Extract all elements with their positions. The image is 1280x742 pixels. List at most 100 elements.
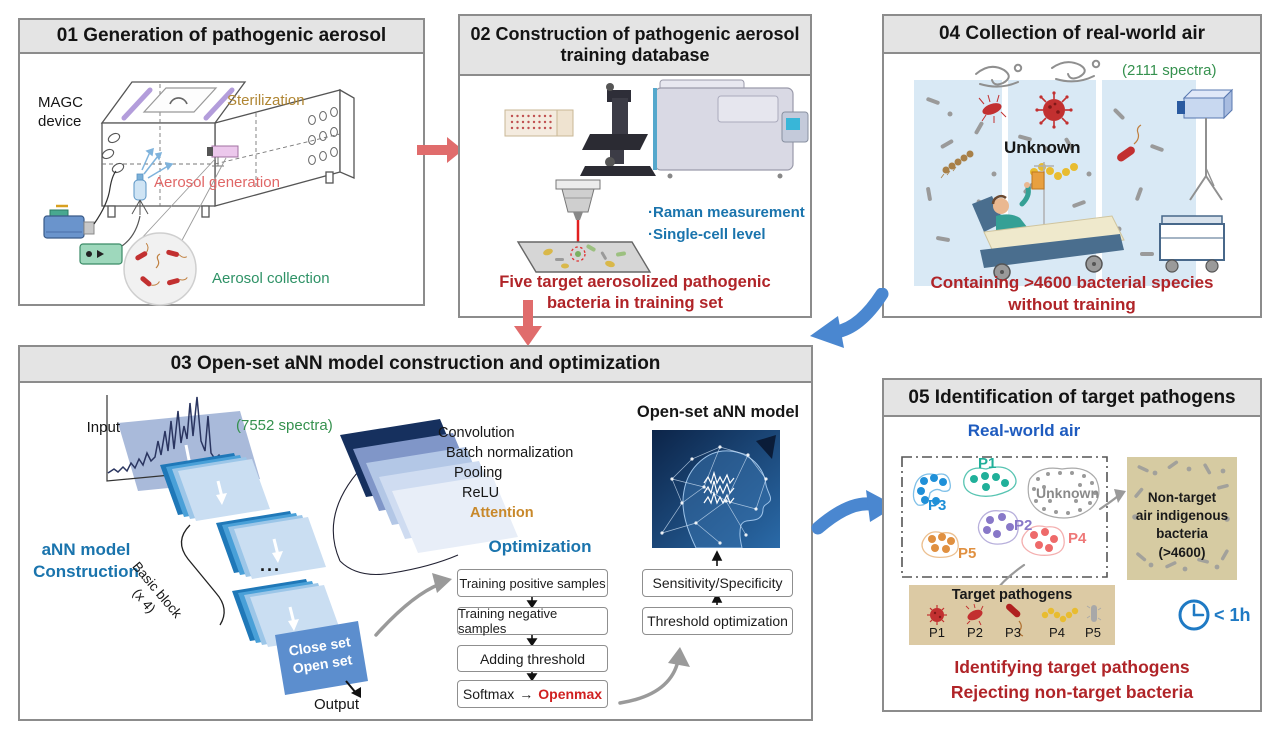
identification-illustration [901, 456, 1210, 631]
pathogen-icons [927, 603, 1102, 637]
cluster-label-p4: P4 [1068, 530, 1087, 547]
layer-convolution: Convolution [438, 425, 515, 441]
nontarget-bacteria-box: Non-target air indigenous bacteria (>460… [1127, 457, 1237, 580]
gray-arrow-to-threshold [618, 647, 690, 705]
time-label: < 1h [1214, 605, 1251, 625]
panel-03-content: Input (7552 spectra) aNN model Construct… [20, 383, 811, 719]
pathogen-p1-virus-icon [927, 605, 947, 625]
basic-block-brace [180, 524, 225, 626]
expanded-layer-stack [340, 419, 518, 553]
raman-instrument-icon [580, 79, 809, 179]
panel-01-title: 01 Generation of pathogenic aerosol [20, 20, 423, 54]
target-pathogens-strip: Target pathogens [909, 585, 1115, 645]
pathogen-p5-rod-icon [1086, 605, 1102, 622]
clock-icon [1178, 599, 1210, 631]
magc-device-illustration [43, 81, 355, 306]
nebulizer-icon [131, 173, 149, 215]
step-softmax-openmax: Softmax → Openmax [457, 680, 608, 708]
hospital-air-illustration [914, 59, 1234, 286]
top-window-icon [142, 87, 218, 113]
aerosol-zoom-circle [123, 232, 197, 306]
panel-02-title: 02 Construction of pathogenic aerosol tr… [460, 16, 810, 76]
layer-attention: Attention [470, 505, 534, 521]
raman-measurement-bullet: ·Raman measurement [648, 204, 805, 221]
sterilization-label: Sterilization [227, 92, 305, 109]
cluster-p3-blob [912, 473, 951, 506]
optimization-title: Optimization [488, 537, 592, 556]
pathogen-p2-bacterium-icon [965, 603, 984, 626]
open-set-model-title: Open-set aNN model [636, 403, 800, 421]
layer-batchnorm: Batch normalization [446, 445, 574, 461]
basic-block-stack-1 [160, 453, 270, 521]
cluster-label-p1: P1 [978, 455, 997, 472]
pathogen-label-p3: P3 [1005, 625, 1021, 640]
cluster-label-p5: P5 [958, 545, 977, 562]
step-adding-threshold: Adding threshold [457, 645, 608, 672]
flow-arrows [526, 550, 723, 682]
pathogen-p4-chain-icon [1041, 607, 1079, 623]
input-label: Input [86, 419, 120, 436]
panel-01-content: MAGC device Sterilization Aerosol genera… [20, 54, 423, 306]
panel-05-title: 05 Identification of target pathogens [884, 380, 1260, 417]
real-world-air-subtitle: Real-world air [967, 421, 1081, 440]
panel-04-caption: Containing >4600 bacterial species witho… [930, 273, 1214, 315]
panel-04-title: 04 Collection of real-world air [884, 16, 1260, 54]
eval-threshold-optimization: Threshold optimization [642, 607, 793, 635]
panel-02-database: 02 Construction of pathogenic aerosol tr… [458, 14, 812, 318]
arrow-panel3-to-panel5 [811, 490, 896, 535]
cluster-p1-blob [963, 466, 1017, 497]
bacteria-icons [135, 242, 188, 287]
air-sampler-icon [1177, 88, 1234, 201]
dashed-guides [102, 84, 341, 206]
pathogen-label-p1: P1 [929, 625, 945, 640]
basic-block-stack-2 [216, 511, 326, 579]
panel-05-caption: Identifying target pathogens Rejecting n… [950, 657, 1194, 702]
panel-04-content: (2111 spectra) Unknown Containing >4600 … [884, 54, 1260, 316]
nontarget-label: Non-target air indigenous bacteria (>460… [1135, 490, 1229, 560]
cluster-p2-blob [977, 510, 1019, 545]
openmax-label: Openmax [538, 686, 603, 702]
cluster-label-p3: P3 [928, 497, 947, 514]
yellow-chain-microbe-icon [1030, 163, 1078, 180]
uv-lamp-icons [121, 87, 235, 121]
panel-03-model: 03 Open-set aNN model construction and o… [18, 345, 813, 721]
red-rod-microbe-icon [1117, 124, 1142, 162]
layer-pooling: Pooling [454, 465, 503, 481]
pathogen-label-p2: P2 [967, 625, 983, 640]
output-label: Output [314, 696, 360, 713]
close-open-block [275, 621, 368, 695]
gray-arrow-to-optimization [374, 573, 452, 637]
step-training-positive: Training positive samples [457, 569, 608, 597]
pathogen-label-p4: P4 [1049, 625, 1065, 640]
eval-sensitivity-specificity: Sensitivity/Specificity [642, 569, 793, 597]
panel-05-content: Non-target air indigenous bacteria (>460… [884, 417, 1260, 710]
red-bug-icon [978, 94, 1007, 123]
caterpillar-microbe-icon [940, 150, 974, 179]
pathogen-label-p5: P5 [1085, 625, 1101, 640]
cluster-label-unknown: Unknown [1036, 485, 1099, 501]
panel-02-content: ·Raman measurement ·Single-cell level Fi… [460, 76, 810, 316]
cluster-p4-blob [1021, 525, 1065, 556]
vacuum-pump-icon [43, 204, 95, 239]
aerosol-collection-label: Aerosol collection [212, 270, 330, 287]
arrow-panel1-to-panel2 [417, 137, 463, 163]
pump-hose [93, 170, 117, 225]
patient-bed-icon [972, 182, 1125, 281]
step-training-negative: Training negative samples [457, 606, 608, 636]
wind-swirl-icons [975, 59, 1101, 88]
nontarget-bacteria-icons [1132, 460, 1230, 572]
panel-01-generation: 01 Generation of pathogenic aerosol [18, 18, 425, 306]
stack-ellipsis: ... [260, 555, 282, 575]
cluster-p5-blob [921, 531, 959, 559]
arrow-panel2-to-panel3 [514, 300, 542, 346]
panel-04-collection: 04 Collection of real-world air [882, 14, 1262, 318]
cluster-unknown-blob [1027, 467, 1100, 519]
vent-holes-icon [308, 107, 338, 165]
arrow-panel4-to-panel3 [810, 288, 889, 348]
cluster-label-p2: P2 [1014, 517, 1033, 534]
measured-slide-icon [516, 241, 652, 273]
spectra-count-2111: (2111 spectra) [1122, 62, 1217, 79]
softmax-to-openmax-arrow: → [519, 686, 534, 702]
raman-illustration [504, 79, 809, 273]
